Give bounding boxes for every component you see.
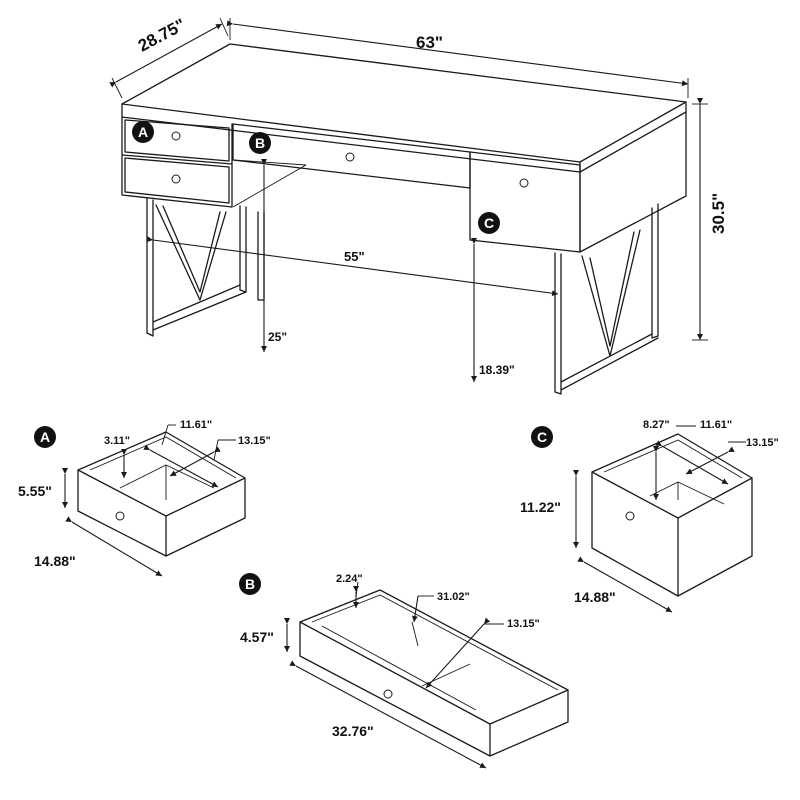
width-label: 63" <box>416 33 443 52</box>
badge-a-detail <box>34 426 56 448</box>
height-dimension <box>692 98 708 341</box>
badge-a-detail-text: A <box>40 429 50 445</box>
drawer-b-knob <box>345 152 355 162</box>
desk-illustration: 28.75" 63" 30.5" 55" 25" 18.39" <box>109 15 728 395</box>
drawer-b-width: 32.76" <box>332 723 374 739</box>
drawer-c-width: 14.88" <box>574 589 616 605</box>
badge-c-desk <box>478 212 500 234</box>
drawer-a-front <box>124 119 230 162</box>
badge-b-detail <box>239 573 261 595</box>
badge-b-desk-text: B <box>255 135 265 151</box>
drawer-a-knob <box>171 131 181 141</box>
height-label: 30.5" <box>709 193 728 234</box>
width-dimension <box>226 18 689 98</box>
depth-label: 28.75" <box>135 15 189 56</box>
drawer-a-detail: A 3.11" 11.61" 13.15" 5.55" 14.88" <box>18 419 271 577</box>
drawer-b-height: 4.57" <box>240 629 274 645</box>
drawer-clearance-label: 18.39" <box>479 363 515 377</box>
drawer-b-inner-width: 31.02" <box>437 591 470 603</box>
left-leg-frame <box>146 197 265 337</box>
badge-a-desk-text: A <box>138 124 148 140</box>
badge-c-detail-text: C <box>537 429 547 445</box>
badge-b-desk <box>249 132 271 154</box>
leg-span-dimension <box>146 236 559 297</box>
drawer-c-knob <box>519 178 529 188</box>
leg-span-label: 55" <box>344 249 365 264</box>
right-leg-frame <box>554 203 659 395</box>
drawer-c-height: 11.22" <box>520 499 561 515</box>
drawer-c-front <box>469 151 581 253</box>
badge-c-detail <box>531 426 553 448</box>
drawer-a-inner-height: 3.11" <box>104 435 130 447</box>
drawer-c-inner-height: 8.27" <box>643 419 670 431</box>
drawer-b-inner-depth: 13.15" <box>507 618 540 630</box>
drawer-b-detail: B 2.24" 31.02" 13.15" 4.57" 32.76" <box>239 573 569 769</box>
badge-a-desk <box>132 121 154 143</box>
drawer-a-inner-depth: 11.61" <box>180 419 212 431</box>
badge-b-detail-text: B <box>245 576 255 592</box>
badge-c-desk-text: C <box>484 215 494 231</box>
drawer-c-detail: C 8.27" 11.61" 13.15" 11.22" 14.88" <box>520 419 779 613</box>
drawer-c-inner-depth: 11.61" <box>700 419 732 431</box>
drawer-a-inner-width: 13.15" <box>238 435 271 447</box>
drawer-b-inner-height: 2.24" <box>336 573 363 585</box>
drawer-a-width: 14.88" <box>34 553 76 569</box>
knee-height-label: 25" <box>268 330 287 344</box>
drawer-a-height: 5.55" <box>18 483 52 499</box>
drawer-c-inner-width: 13.15" <box>746 437 779 449</box>
